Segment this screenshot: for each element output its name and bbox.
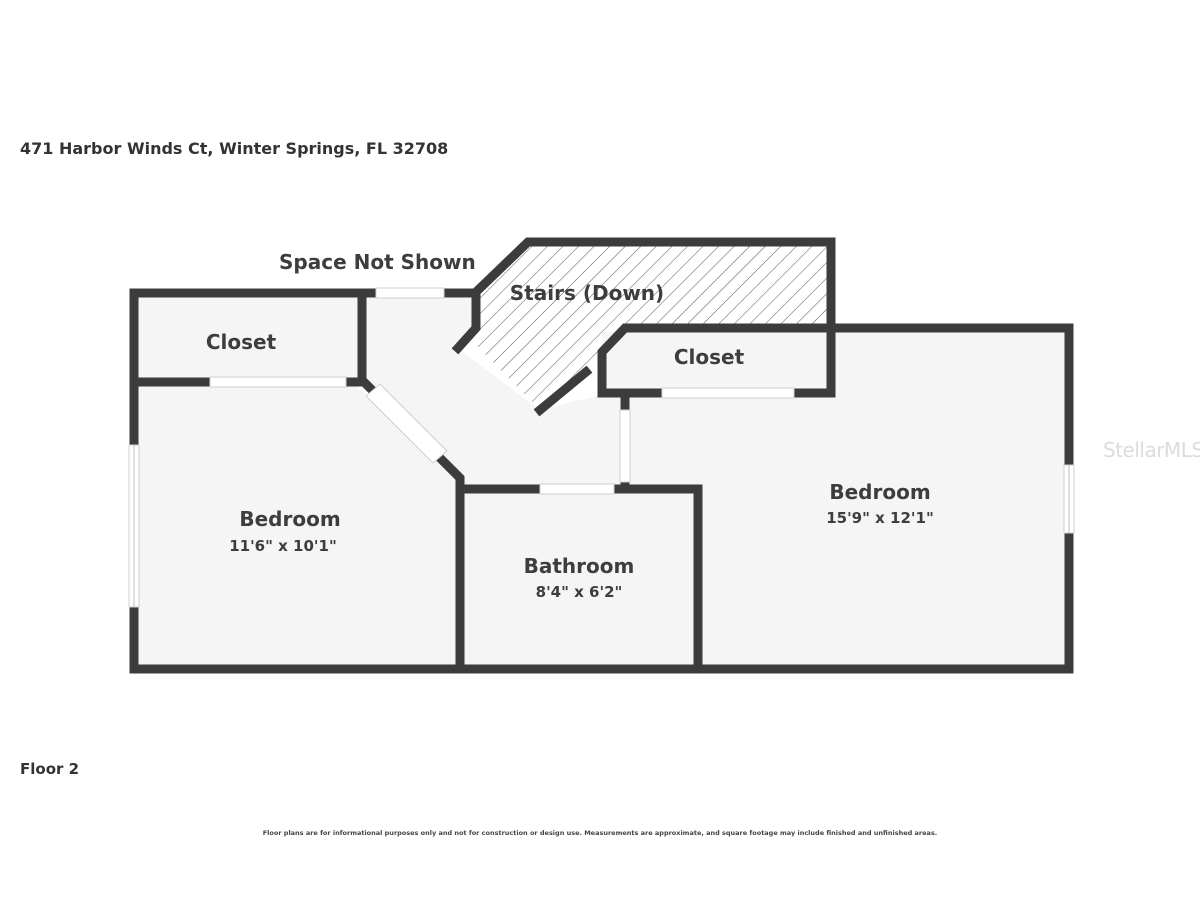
bedroom-left-dims: 11'6" x 10'1" xyxy=(229,537,337,555)
bedroom-right-floor xyxy=(625,328,1069,669)
bedroom-right-door xyxy=(619,409,631,483)
bedroom-left-name: Bedroom xyxy=(239,507,340,531)
bathroom-floor xyxy=(460,489,698,669)
closet-left-floor xyxy=(134,293,362,382)
closet-right-name: Closet xyxy=(674,345,745,369)
floor-fills xyxy=(134,293,1069,669)
closet-left-name: Closet xyxy=(206,330,277,354)
floor-label: Floor 2 xyxy=(20,760,80,778)
walls xyxy=(129,237,1074,674)
bathroom-name: Bathroom xyxy=(524,554,635,578)
closet-right-floor xyxy=(602,332,828,393)
bedroom-right-dims: 15'9" x 12'1" xyxy=(826,509,934,527)
stairs-name: Stairs (Down) xyxy=(510,281,664,305)
closet-left-door xyxy=(209,376,347,388)
watermark-logo: StellarMLS xyxy=(1103,438,1200,462)
openings xyxy=(128,287,1075,608)
bathroom-dims: 8'4" x 6'2" xyxy=(536,583,623,601)
doorway-top xyxy=(375,287,445,299)
bedroom-left-floor xyxy=(134,382,460,669)
disclaimer-text: Floor plans are for informational purpos… xyxy=(262,829,938,837)
bedroom-right-name: Bedroom xyxy=(829,480,930,504)
bedroom-left-door xyxy=(365,383,448,464)
property-address: 471 Harbor Winds Ct, Winter Springs, FL … xyxy=(20,139,449,158)
closet-right-door xyxy=(661,387,795,399)
space-not-shown-label: Space Not Shown xyxy=(279,250,476,274)
bathroom-door xyxy=(539,483,615,495)
